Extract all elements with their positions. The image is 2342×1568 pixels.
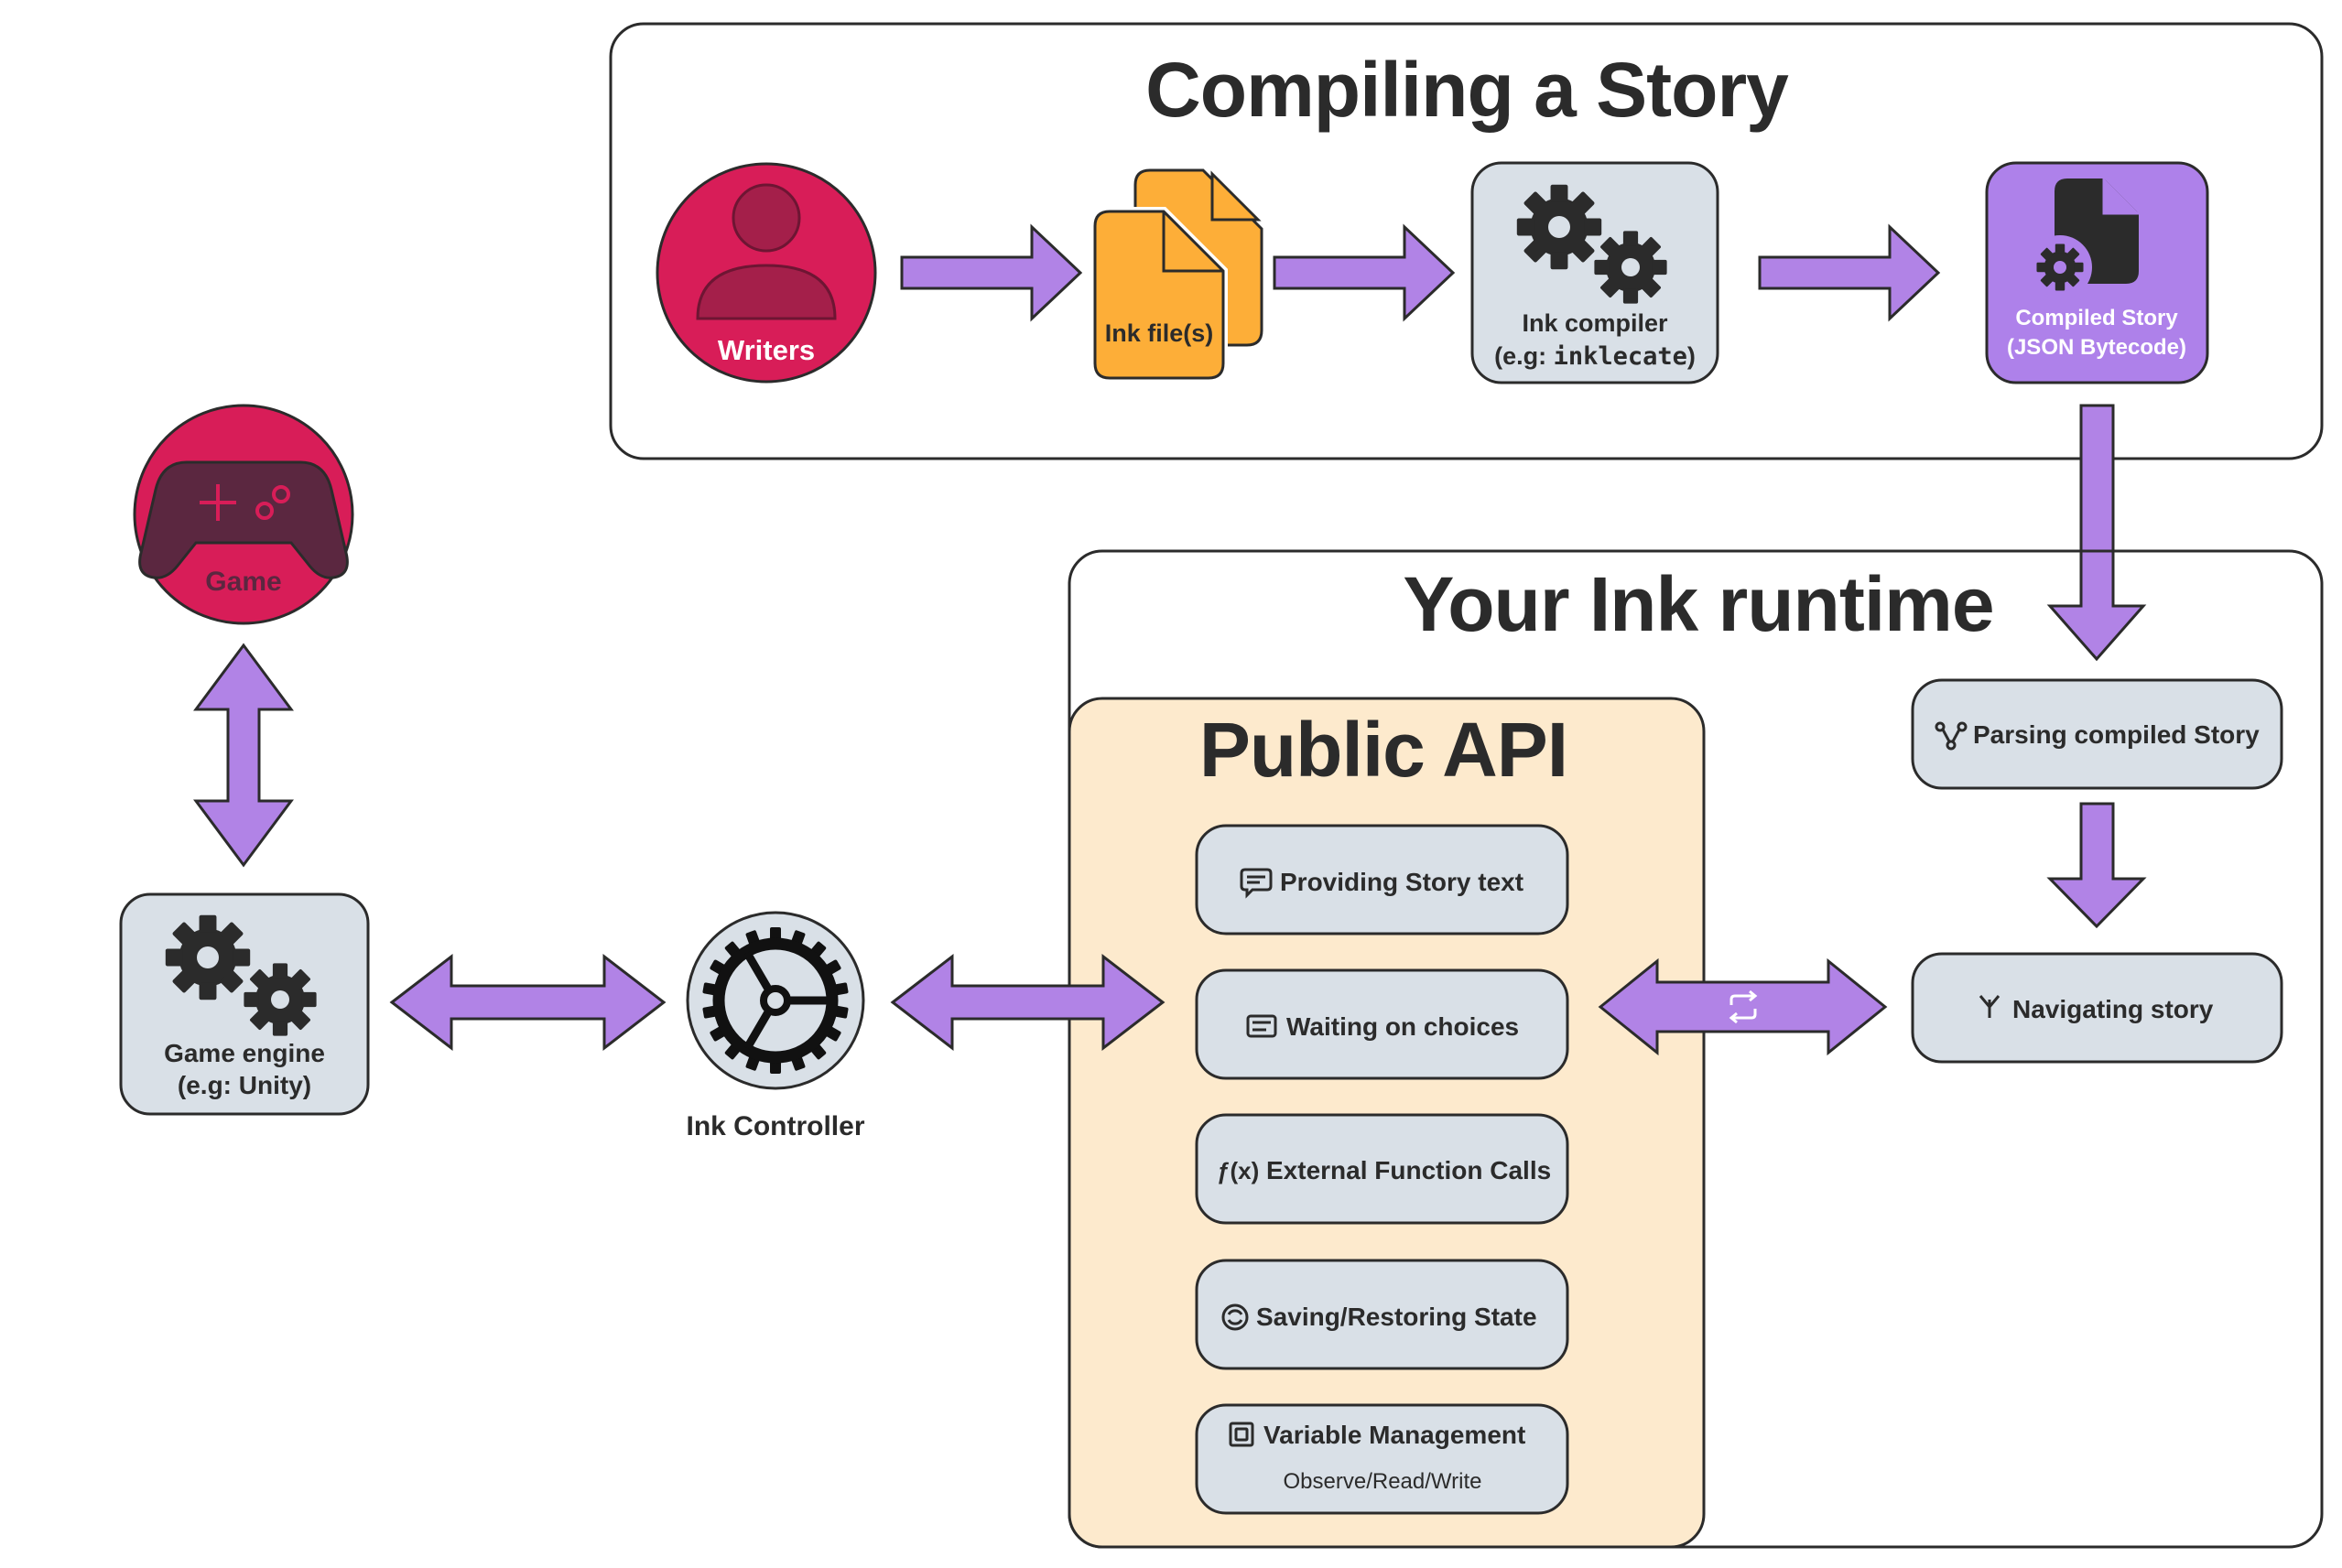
api-item-label: Waiting on choices: [1286, 1012, 1519, 1041]
steering-gear-icon: [702, 927, 849, 1074]
api-item-variables: Variable Management Observe/Read/Write: [1195, 1403, 1569, 1515]
game-engine-example: (e.g: Unity): [178, 1071, 311, 1099]
dpad-icon: [200, 484, 290, 521]
public-api-title: Public API: [1199, 707, 1567, 793]
parsing-node: Parsing compiled Story: [1911, 678, 2283, 790]
writers-node: Writers: [656, 162, 877, 384]
api-item-label: Providing Story text: [1280, 868, 1523, 896]
runtime-title: Your Ink runtime: [1403, 561, 1993, 647]
graph-icon: [1935, 721, 1968, 751]
game-label: Game: [205, 567, 281, 597]
api-item-choices: Waiting on choices: [1195, 968, 1569, 1080]
api-item-saving-state: Saving/Restoring State: [1195, 1259, 1569, 1370]
api-item-sublabel: Observe/Read/Write: [1284, 1469, 1482, 1494]
compiled-story-node: Compiled Story (JSON Bytecode): [1985, 161, 2209, 384]
compiled-story-label: Compiled Story: [2015, 306, 2178, 330]
refresh-icon: [1221, 1303, 1249, 1331]
ink-controller-label: Ink Controller: [686, 1111, 864, 1141]
game-engine-node: Game engine (e.g: Unity): [119, 892, 370, 1116]
arrow-inkfiles-to-compiler: [1273, 223, 1456, 322]
game-node: Game: [133, 404, 354, 625]
user-icon: [696, 183, 837, 320]
message-icon: [1240, 868, 1273, 899]
compiled-story-format: (JSON Bytecode): [2007, 335, 2186, 360]
arrow-parsing-to-navigating: [2046, 802, 2147, 929]
arrow-game-engine: [193, 643, 294, 868]
branch-icon: [1979, 995, 2000, 1018]
ink-compiler-example: (e.g: inklecate): [1494, 342, 1696, 371]
arrow-controller-api: [890, 953, 1166, 1052]
api-item-label: Variable Management: [1263, 1421, 1525, 1449]
arrow-api-navigating: [1598, 957, 1888, 1056]
api-item-external-functions: ƒ(x) External Function Calls: [1195, 1113, 1569, 1225]
compiling-title: Compiling a Story: [1145, 47, 1789, 133]
ink-files-label: Ink file(s): [1105, 319, 1214, 347]
arrow-writers-to-inkfiles: [900, 223, 1083, 322]
gear-icon: [2028, 235, 2092, 299]
function-icon: ƒ(x): [1217, 1157, 1259, 1184]
sync-icon: [1729, 989, 1758, 1024]
ink-files-node: Ink file(s): [1090, 168, 1263, 383]
arrow-compiled-to-parsing: [2046, 404, 2147, 662]
ink-compiler-label: Ink compiler: [1522, 309, 1668, 337]
variable-icon: [1229, 1422, 1254, 1447]
compiling-section: [609, 22, 2324, 460]
parsing-label: Parsing compiled Story: [1973, 720, 2260, 749]
ink-controller-node: Ink Controller: [686, 911, 865, 1141]
navigating-label: Navigating story: [2012, 995, 2214, 1023]
writers-label: Writers: [718, 334, 815, 366]
api-item-label: External Function Calls: [1266, 1156, 1551, 1184]
ink-compiler-node: Ink compiler (e.g: inklecate): [1470, 161, 1719, 384]
api-item-story-text: Providing Story text: [1195, 824, 1569, 935]
api-item-label: Saving/Restoring State: [1256, 1303, 1537, 1331]
arrow-compiler-to-compiled: [1758, 223, 1941, 322]
arrow-engine-controller: [389, 953, 667, 1052]
navigating-node: Navigating story: [1911, 952, 2283, 1064]
list-icon: [1246, 1014, 1277, 1038]
game-engine-label: Game engine: [164, 1039, 325, 1067]
gamepad-icon: [138, 460, 349, 579]
